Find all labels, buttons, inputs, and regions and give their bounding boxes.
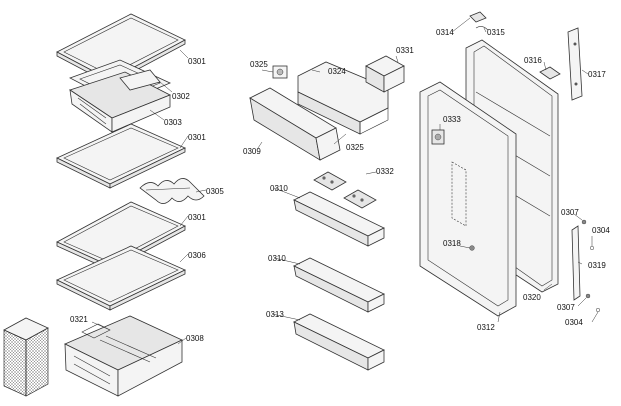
door-shelf-0324[interactable]	[297, 61, 389, 135]
callout-labels: 0301 0302 0303 0301 0305 0301 0306 0321 …	[70, 28, 610, 343]
screw-0307b[interactable]	[585, 293, 591, 299]
callout-0310-lower: 0310	[268, 254, 286, 263]
egg-tray-0305[interactable]	[139, 178, 205, 204]
dairy-compartment-0309[interactable]	[249, 87, 341, 161]
callout-0320: 0320	[523, 293, 541, 302]
cap-0304a[interactable]	[589, 245, 595, 251]
callout-0331: 0331	[396, 46, 414, 55]
callout-0308: 0308	[186, 334, 204, 343]
fridge-cabinet-thumbnail	[3, 317, 49, 397]
butter-box-0331[interactable]	[365, 55, 405, 93]
callout-0302: 0302	[172, 92, 190, 101]
callout-0316: 0316	[524, 56, 542, 65]
callout-0310-upper: 0310	[270, 184, 288, 193]
callout-0303: 0303	[164, 118, 182, 127]
bracket-0319[interactable]	[571, 225, 581, 301]
vegetable-drawer-0308[interactable]	[64, 315, 183, 397]
callout-0313: 0313	[266, 310, 284, 319]
callout-0307-upper: 0307	[561, 208, 579, 217]
door-bin-0313[interactable]	[293, 313, 385, 371]
glass-shelf-0306[interactable]	[56, 245, 186, 311]
callout-0324: 0324	[328, 67, 346, 76]
callout-0325-lower: 0325	[346, 143, 364, 152]
callout-0312: 0312	[477, 323, 495, 332]
hinge-plate-0317[interactable]	[567, 27, 583, 101]
callout-0307-lower: 0307	[557, 303, 575, 312]
callout-0333: 0333	[443, 115, 461, 124]
clip-0325-top[interactable]	[272, 65, 288, 79]
screw-0307a[interactable]	[581, 219, 587, 225]
door-bin-0310a[interactable]	[293, 191, 385, 247]
callout-0301-top: 0301	[188, 57, 206, 66]
callout-0318: 0318	[443, 239, 461, 248]
callout-0304-lower: 0304	[565, 318, 583, 327]
callout-0305: 0305	[206, 187, 224, 196]
leader-lines	[91, 17, 599, 345]
egg-holder-0332[interactable]	[313, 171, 377, 209]
door-handle-0333[interactable]	[431, 129, 467, 227]
callout-0301-middle: 0301	[188, 133, 206, 142]
callout-0325-top: 0325	[250, 60, 268, 69]
glass-shelf-middle[interactable]	[56, 123, 186, 189]
callout-0319: 0319	[588, 261, 606, 270]
callout-0306: 0306	[188, 251, 206, 260]
door-bin-0310b[interactable]	[293, 257, 385, 313]
crisper-drawer-0303[interactable]	[69, 69, 171, 133]
hinge-pin-0315[interactable]	[475, 26, 489, 31]
callout-0304-upper: 0304	[592, 226, 610, 235]
hinge-cap-0314[interactable]	[469, 11, 487, 23]
callout-0332: 0332	[376, 167, 394, 176]
hinge-block-0316[interactable]	[539, 66, 561, 80]
callout-0314: 0314	[436, 28, 454, 37]
screw-0318[interactable]	[469, 245, 475, 251]
callout-0309: 0309	[243, 147, 261, 156]
cap-0304b[interactable]	[595, 307, 601, 313]
callout-0301-lower: 0301	[188, 213, 206, 222]
callout-0315: 0315	[487, 28, 505, 37]
callout-0317: 0317	[588, 70, 606, 79]
callout-0321: 0321	[70, 315, 88, 324]
